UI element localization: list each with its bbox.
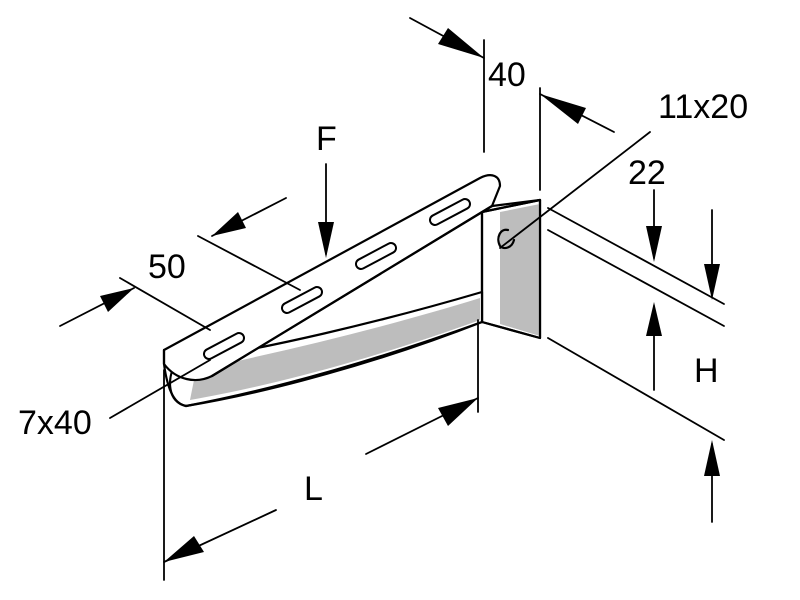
dim-7x40-label: 7x40 [18, 404, 92, 442]
slot [354, 242, 398, 270]
force-label: F [316, 120, 337, 158]
slot-row [202, 198, 472, 360]
dim-h-label: H [694, 352, 719, 390]
dim-40-label: 40 [488, 56, 526, 94]
slot [428, 198, 472, 226]
dimension-lines [59, 17, 725, 581]
dim-22-label: 22 [628, 154, 666, 192]
slot [202, 332, 246, 360]
wall-bracket-body [162, 174, 542, 408]
wall-plate-shading [500, 204, 540, 336]
wall-plate-outline [480, 198, 542, 340]
dim-11x20-label: 11x20 [658, 88, 748, 126]
arm-web-shading [190, 298, 480, 400]
dim-l-label: L [304, 470, 323, 508]
dim-50-label: 50 [148, 248, 186, 286]
wall-plate-hook [497, 228, 516, 250]
arm-bottom-edge [184, 320, 484, 408]
arm-lower-edge [210, 198, 542, 378]
slot [280, 286, 324, 314]
arm-front-edge [162, 348, 188, 408]
